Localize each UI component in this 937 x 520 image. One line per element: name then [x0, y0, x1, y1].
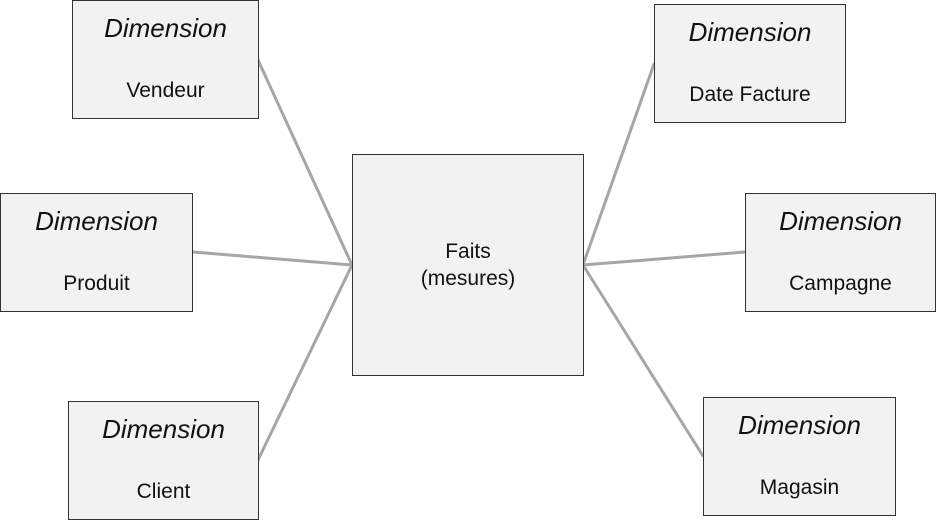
fact-title: Faits: [445, 240, 491, 263]
fact-subtitle: (mesures): [420, 267, 516, 290]
dimension-heading: Dimension: [688, 17, 812, 47]
dimension-label: Client: [136, 480, 191, 503]
dimension-box-vendeur: Dimension Vendeur: [72, 0, 259, 119]
connector-produit: [191, 250, 354, 267]
dimension-box-produit: Dimension Produit: [0, 193, 193, 312]
dimension-label: Produit: [63, 272, 130, 295]
dimension-box-campagne: Dimension Campagne: [745, 193, 936, 312]
connector-magasin: [581, 263, 705, 458]
fact-table-box: Faits (mesures): [352, 154, 584, 376]
connector-campagne: [581, 250, 747, 267]
dimension-heading: Dimension: [102, 414, 225, 444]
dimension-box-date-facture: Dimension Date Facture: [654, 4, 846, 123]
dimension-heading: Dimension: [738, 410, 861, 440]
connector-vendeur: [256, 58, 354, 267]
dimension-heading: Dimension: [35, 206, 158, 236]
dimension-label: Magasin: [759, 476, 840, 499]
fact-table-label: Faits (mesures): [353, 238, 583, 292]
connector-date-facture: [581, 62, 656, 267]
dimension-heading: Dimension: [779, 206, 902, 236]
dimension-label: Campagne: [789, 272, 892, 295]
dimension-label: Date Facture: [689, 83, 811, 106]
connector-client: [256, 263, 354, 462]
dimension-heading: Dimension: [104, 13, 227, 43]
dimension-box-magasin: Dimension Magasin: [703, 397, 896, 516]
dimension-box-client: Dimension Client: [68, 401, 259, 520]
dimension-label: Vendeur: [126, 79, 205, 102]
